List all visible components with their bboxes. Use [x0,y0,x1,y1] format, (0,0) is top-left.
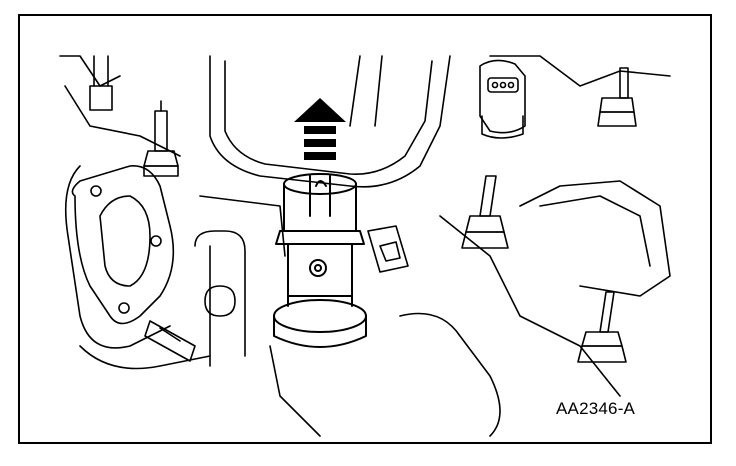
top-left-bolt [89,55,113,111]
arrow-up-icon [294,98,346,160]
mounting-boss [367,225,409,273]
coolant-tube [194,195,286,367]
lower-left-bolt [144,320,196,362]
upper-left-bolt [143,100,179,177]
engine-component-illustration [59,55,671,437]
sensor-body [273,173,367,348]
right-middle-stud [461,175,509,249]
engine-block-outline [59,55,671,437]
left-flange [71,165,175,325]
right-upper-stud [597,67,637,127]
illustration-frame: AA2346-A [18,14,712,444]
right-lower-stud [577,291,627,363]
electrical-connector [479,59,526,139]
figure-id-label: AA2346-A [556,399,636,418]
